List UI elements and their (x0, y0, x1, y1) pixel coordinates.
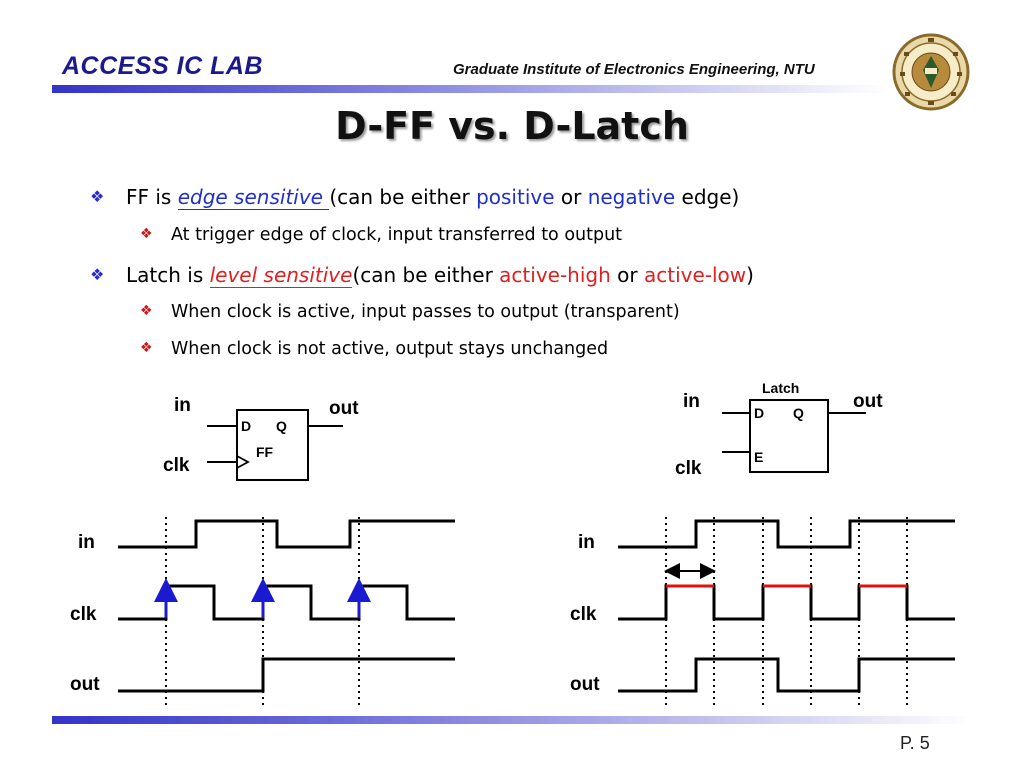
bullet-latch-sub1: ❖ When clock is active, input passes to … (140, 302, 680, 322)
clock-triangle-icon (236, 455, 250, 469)
latch-wave-label-clk: clk (570, 604, 597, 625)
latch-port-e: E (754, 449, 763, 465)
ff-timing-diagram (118, 517, 455, 705)
ff-wave-label-out: out (70, 674, 100, 695)
diamond-bullet-icon: ❖ (140, 226, 153, 242)
ff-in-waveform (118, 519, 455, 549)
slide-title: D-FF vs. D-Latch (335, 104, 689, 148)
ff-block-name: FF (256, 444, 274, 460)
latch-in-label: in (683, 391, 700, 412)
ff-wave-label-in: in (78, 532, 95, 553)
footer-divider (52, 716, 973, 724)
latch-clk-waveform (618, 584, 955, 621)
ff-out-label: out (329, 398, 359, 419)
bullet-latch-sub2: ❖ When clock is not active, output stays… (140, 339, 609, 359)
latch-title: Latch (762, 380, 799, 396)
latch-box (749, 399, 829, 473)
level-sensitive-term: level sensitive (209, 263, 353, 288)
bullet-latch: ❖ Latch is level sensitive(can be either… (90, 263, 754, 288)
latch-port-q: Q (793, 405, 804, 421)
latch-wave-label-in: in (578, 532, 595, 553)
ff-wave-label-clk: clk (70, 604, 97, 625)
ff-port-q: Q (276, 418, 287, 434)
bullet-ff-sub: ❖ At trigger edge of clock, input transf… (140, 225, 623, 245)
edge-sensitive-term: edge sensitive (177, 185, 330, 210)
latch-clk-label: clk (675, 458, 702, 479)
ff-port-d: D (241, 418, 251, 434)
lab-name: ACCESS IC LAB (62, 52, 263, 80)
page-number: P. 5 (900, 733, 930, 753)
diamond-bullet-icon: ❖ (140, 340, 153, 356)
latch-port-d: D (754, 405, 764, 421)
ff-box (236, 409, 309, 481)
latch-out-waveform (618, 657, 955, 693)
ff-block-diagram: in out clk D Q FF (163, 395, 359, 481)
latch-block-diagram: Latch in out clk D Q E (675, 380, 883, 479)
diamond-bullet-icon: ❖ (90, 187, 105, 206)
university-seal-icon (891, 32, 971, 112)
ff-out-waveform (118, 657, 455, 693)
header-divider (52, 85, 888, 93)
ff-in-label: in (174, 395, 191, 416)
latch-wave-label-out: out (570, 674, 600, 695)
latch-timing-diagram (618, 517, 955, 705)
bullet-ff: ❖ FF is edge sensitive (can be either po… (90, 185, 740, 210)
ff-clk-label: clk (163, 455, 190, 476)
diamond-bullet-icon: ❖ (90, 265, 105, 284)
latch-out-label: out (853, 391, 883, 412)
latch-in-waveform (618, 519, 955, 549)
ff-clk-waveform (118, 584, 455, 621)
diamond-bullet-icon: ❖ (140, 303, 153, 319)
institute-name: Graduate Institute of Electronics Engine… (453, 61, 815, 78)
